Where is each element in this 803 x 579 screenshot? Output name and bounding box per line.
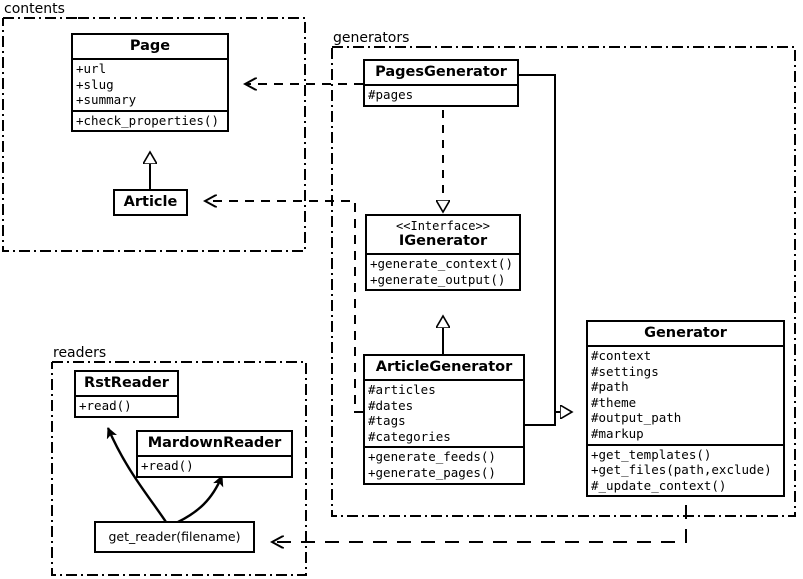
class-box-generator[interactable]: Generator #context #settings #path #them…: [586, 320, 785, 498]
class-name-articlegenerator: ArticleGenerator: [375, 359, 513, 375]
relation-generator-depends-getreader: [272, 505, 687, 542]
class-attributes-pagesgenerator: #pages: [365, 84, 517, 105]
class-attributes-articlegenerator: #articles #dates #tags #categories: [365, 379, 523, 446]
relation-getreader-uses-rstreader: [106, 427, 167, 523]
attribute-row: #pages: [368, 87, 414, 102]
class-box-articlegenerator[interactable]: ArticleGenerator #articles #dates #tags …: [363, 354, 525, 485]
attribute-row: #context: [591, 348, 652, 363]
class-box-article[interactable]: Article: [113, 189, 188, 216]
function-box-get-reader[interactable]: get_reader(filename): [94, 521, 255, 553]
class-methods-articlegenerator: +generate_feeds() +generate_pages(): [365, 446, 523, 482]
attribute-row: +slug: [76, 76, 114, 92]
method-row: +generate_pages(): [368, 464, 496, 480]
relation-articlegenerator-generalizes-generator: [525, 412, 556, 426]
class-name-markdownreader: MardownReader: [147, 435, 282, 451]
method-row: +read(): [79, 398, 132, 413]
class-attributes-page: +url +slug +summary: [73, 58, 227, 110]
method-row: #_update_context(): [591, 477, 727, 493]
attribute-row: +url: [76, 61, 107, 76]
class-box-markdownreader[interactable]: MardownReader +read(): [136, 430, 293, 478]
attribute-row: +summary: [76, 92, 137, 108]
class-name-igenerator: IGenerator: [398, 233, 488, 249]
class-stereotype-igenerator: <<Interface>>: [396, 219, 490, 233]
attribute-row: #tags: [368, 413, 406, 429]
package-label-contents: contents: [4, 1, 65, 17]
method-row: +generate_output(): [370, 271, 506, 287]
class-methods-markdownreader: +read(): [138, 455, 291, 476]
attribute-row: #settings: [591, 363, 659, 379]
relation-pagesgenerator-generalizes-generator: [519, 74, 572, 412]
class-methods-page: +check_properties(): [73, 109, 227, 131]
relation-getreader-uses-markdownreader: [177, 475, 224, 524]
attribute-row: #path: [591, 379, 629, 395]
class-methods-generator: +get_templates() +get_files(path,exclude…: [588, 443, 783, 496]
attribute-row: #articles: [368, 382, 436, 397]
class-name-pagesgenerator: PagesGenerator: [375, 64, 507, 80]
class-name-page: Page: [129, 38, 171, 54]
attribute-row: #output_path: [591, 410, 682, 426]
method-row: +get_templates(): [591, 446, 712, 462]
package-frame-generators: [331, 46, 796, 517]
package-frame-readers: [51, 361, 307, 576]
class-name-article: Article: [123, 194, 178, 210]
class-box-page[interactable]: Page +url +slug +summary +check_properti…: [71, 33, 229, 133]
method-row: +check_properties(): [76, 112, 219, 128]
class-box-pagesgenerator[interactable]: PagesGenerator #pages: [363, 59, 519, 107]
attribute-row: #categories: [368, 428, 451, 444]
package-label-generators: generators: [333, 30, 410, 46]
method-row: +generate_context(): [370, 256, 513, 271]
class-methods-rstreader: +read(): [76, 395, 177, 416]
relation-articlegenerator-depends-article: [205, 201, 363, 413]
attribute-row: #dates: [368, 397, 414, 413]
class-methods-igenerator: +generate_context() +generate_output(): [367, 253, 519, 289]
attribute-row: #markup: [591, 425, 644, 441]
function-name-get-reader: get_reader(filename): [108, 529, 241, 544]
class-attributes-generator: #context #settings #path #theme #output_…: [588, 345, 783, 444]
method-row: +get_files(path,exclude): [591, 462, 772, 478]
class-name-generator: Generator: [644, 325, 727, 341]
method-row: +generate_feeds(): [368, 449, 496, 465]
attribute-row: #theme: [591, 394, 637, 410]
class-header-igenerator: <<Interface>> IGenerator: [367, 216, 519, 253]
method-row: +read(): [141, 458, 194, 473]
package-label-readers: readers: [53, 345, 107, 361]
class-name-rstreader: RstReader: [84, 375, 169, 391]
class-box-igenerator[interactable]: <<Interface>> IGenerator +generate_conte…: [365, 214, 521, 292]
package-frame-contents: [2, 17, 306, 252]
class-box-rstreader[interactable]: RstReader +read(): [74, 370, 179, 418]
